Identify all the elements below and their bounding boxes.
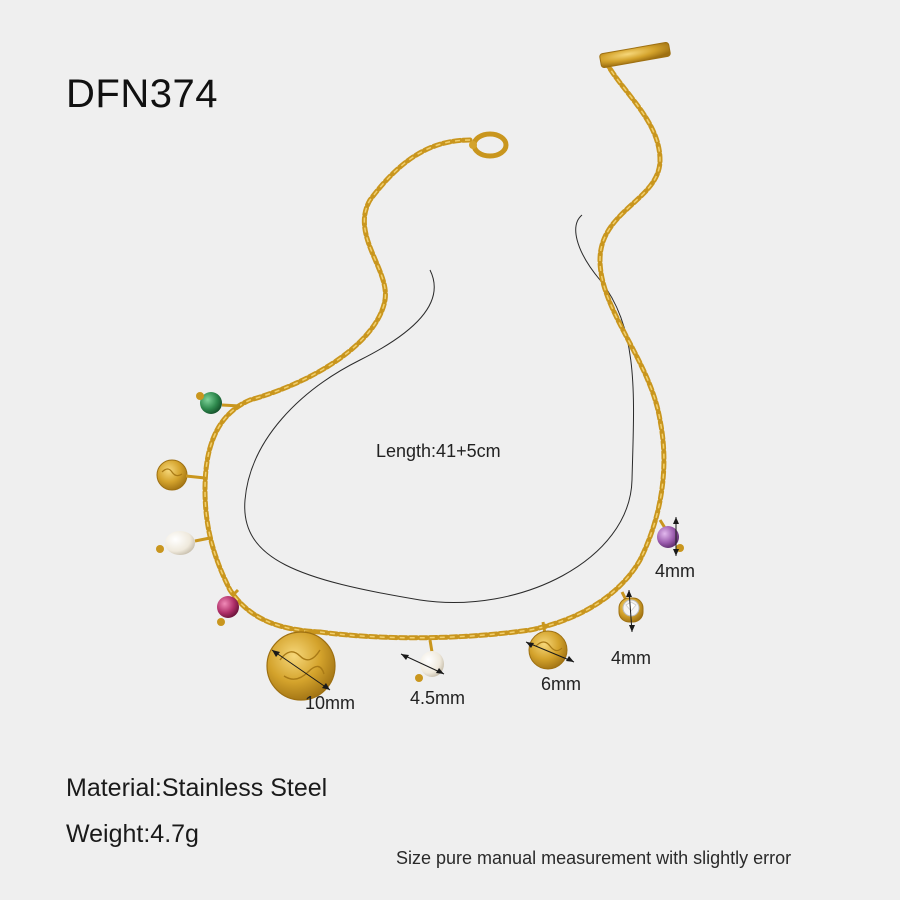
large-coin-size-label: 10mm bbox=[305, 693, 356, 713]
emerald-bead bbox=[196, 392, 241, 414]
length-guide-curve bbox=[244, 214, 635, 603]
small-gold-coin-lower bbox=[525, 621, 575, 670]
product-code: DFN374 bbox=[66, 72, 218, 116]
small-coin-size-label: 6mm bbox=[541, 674, 581, 694]
chain-right bbox=[317, 57, 667, 641]
crystal-size-label: 4mm bbox=[611, 648, 651, 668]
crystal-charm bbox=[618, 589, 644, 633]
weight-label: Weight:4.7g bbox=[66, 820, 199, 848]
measurement-note: Size pure manual measurement with slight… bbox=[396, 848, 792, 868]
small-gold-coin-upper bbox=[156, 459, 206, 491]
amethyst-bead bbox=[657, 517, 684, 556]
pearl-left bbox=[156, 531, 211, 555]
ruby-bead bbox=[217, 588, 240, 626]
length-label: Length:41+5cm bbox=[376, 441, 501, 461]
end-tag bbox=[599, 42, 671, 68]
amethyst-size-label: 4mm bbox=[655, 561, 695, 581]
pearl-size-label: 4.5mm bbox=[410, 688, 466, 708]
pearl-bottom bbox=[400, 639, 445, 682]
chain-left bbox=[202, 137, 473, 635]
lobster-clasp bbox=[469, 131, 509, 159]
large-gold-coin bbox=[266, 630, 336, 701]
material-label: Material:Stainless Steel bbox=[66, 774, 328, 802]
